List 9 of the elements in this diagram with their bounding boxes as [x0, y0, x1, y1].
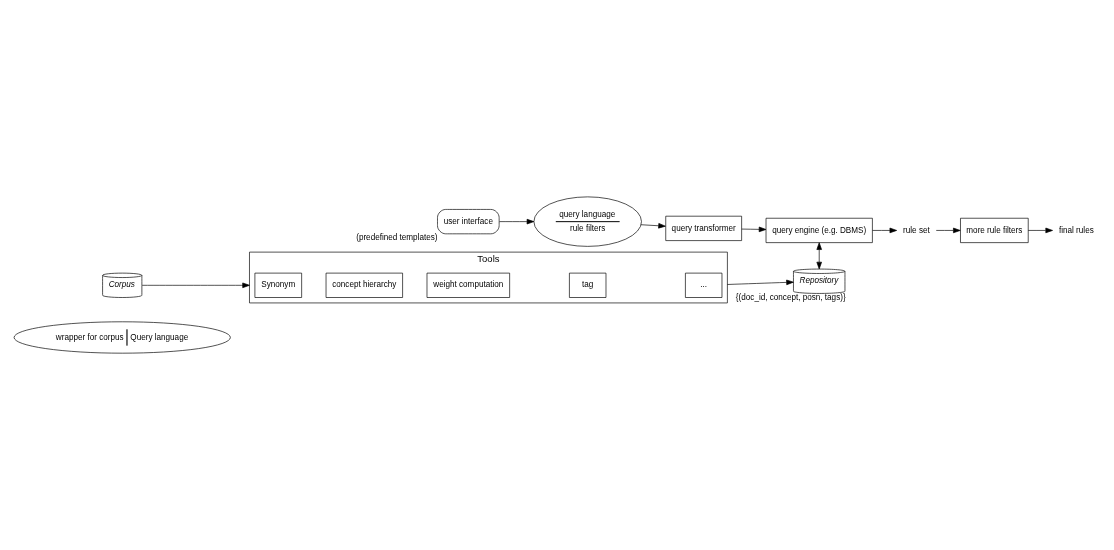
arrow [499, 218, 535, 225]
arrow [872, 227, 898, 234]
arrow [1027, 227, 1053, 234]
arrow [727, 279, 794, 286]
arrow [141, 282, 250, 288]
arrow [935, 227, 961, 234]
arrow [741, 226, 767, 233]
arrow [816, 242, 822, 270]
arrow [640, 223, 666, 229]
